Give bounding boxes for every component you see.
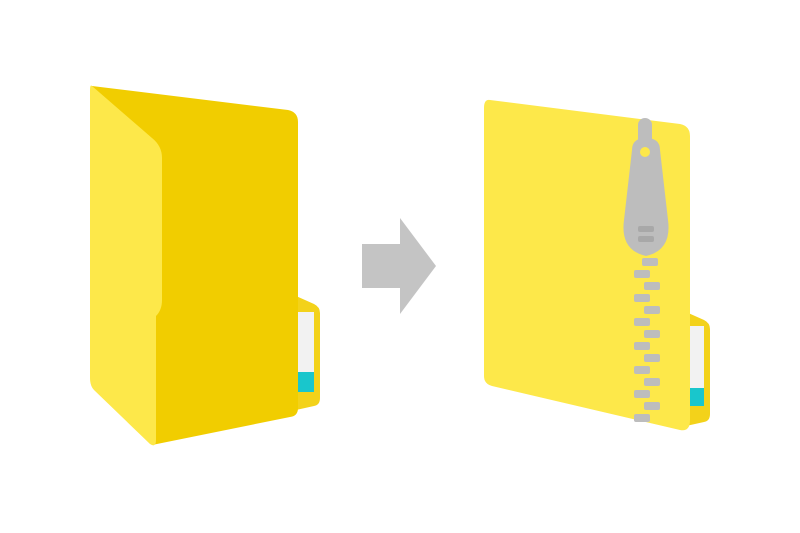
open-folder-icon — [90, 85, 320, 446]
zipper-pull — [623, 118, 669, 256]
zipped-folder-icon — [484, 99, 710, 431]
open-folder-paper — [298, 312, 314, 372]
right-arrow-icon — [362, 218, 436, 314]
zipped-folder-teal-label — [690, 388, 704, 406]
zipper-teeth — [634, 258, 660, 422]
open-folder-teal-label — [298, 372, 314, 392]
zipped-folder-paper — [690, 326, 704, 388]
open-folder-front-flap — [90, 85, 162, 446]
arrow-shape — [362, 218, 436, 314]
